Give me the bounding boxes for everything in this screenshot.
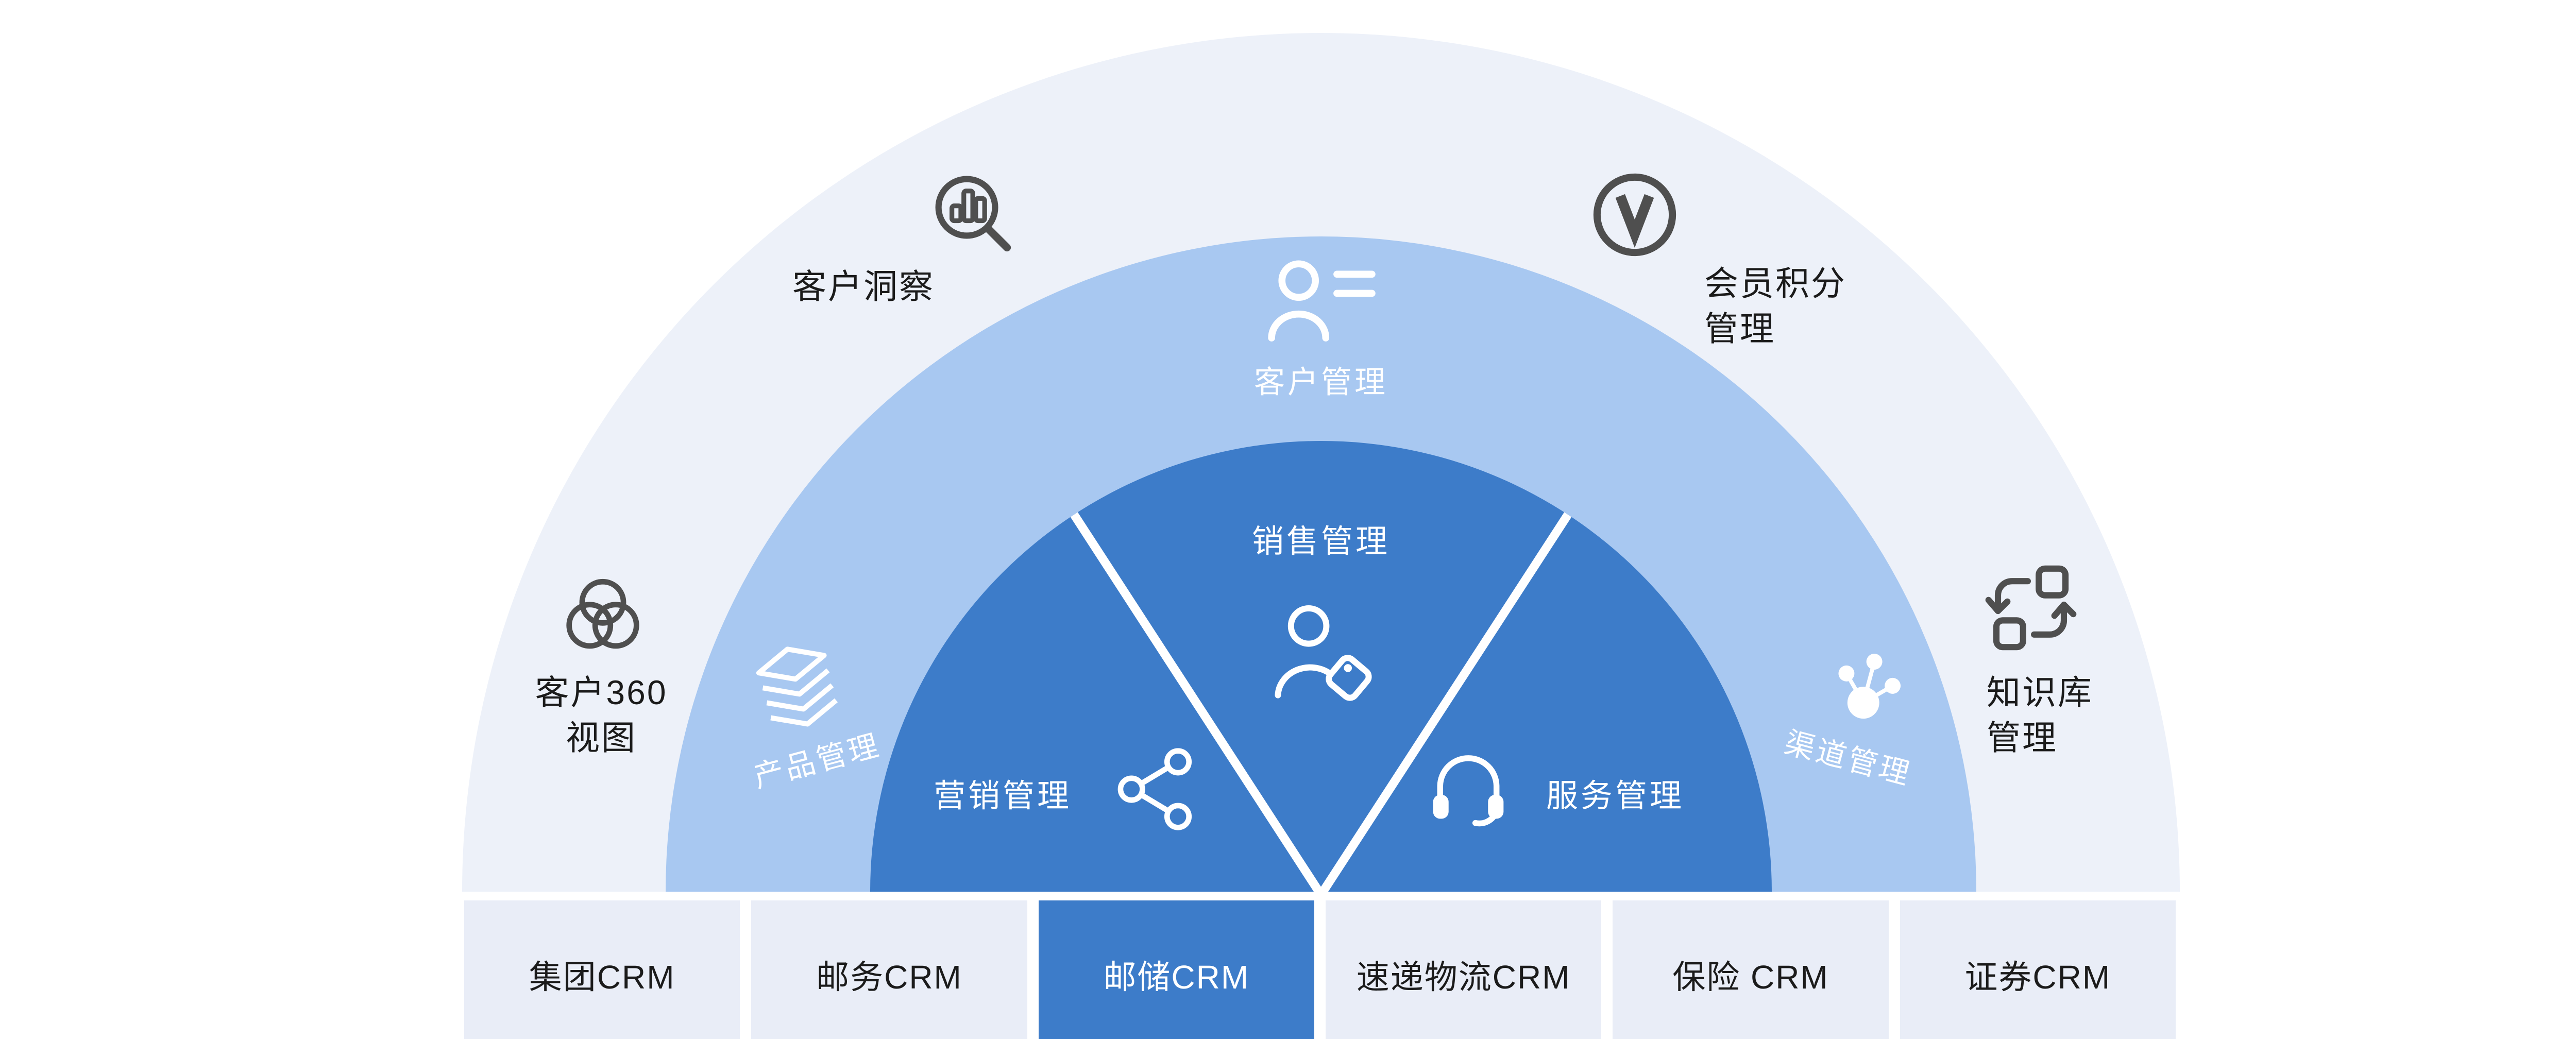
tab-insurance-crm[interactable]: 保险 CRM (1613, 900, 1889, 1039)
person-price-tag-icon (1266, 600, 1377, 711)
customer-360-label: 客户360 视图 (535, 673, 668, 757)
layers-icon (742, 631, 852, 741)
tab-group-crm[interactable]: 集团CRM (464, 900, 740, 1039)
member-points-label: 会员积分 管理 (1704, 264, 1846, 348)
crm-tab-bar: 集团CRM 邮务CRM 邮储CRM 速递物流CRM 保险 CRM 证券CRM (464, 900, 2176, 1039)
tab-express-logistics-crm[interactable]: 速递物流CRM (1325, 900, 1602, 1039)
tab-postal-savings-crm[interactable]: 邮储CRM (1038, 900, 1314, 1039)
service-mgmt-label: 服务管理 (1546, 778, 1685, 814)
sales-mgmt-label: 销售管理 (1251, 524, 1391, 559)
customer-mgmt-label: 客户管理 (1254, 365, 1388, 400)
product-mgmt-group: 产品管理 (723, 626, 885, 796)
marketing-mgmt-label: 营销管理 (933, 778, 1072, 814)
sync-squares-icon (1981, 558, 2081, 658)
tab-postal-crm[interactable]: 邮务CRM (751, 900, 1027, 1039)
channel-mgmt-group: 渠道管理 (1781, 628, 1941, 793)
user-list-icon (1261, 255, 1382, 351)
magnifier-bar-chart-icon (927, 167, 1022, 263)
customer-insight-label: 客户洞察 (792, 267, 935, 305)
network-hub-icon (1816, 634, 1920, 738)
headset-icon (1423, 744, 1514, 834)
tab-securities-crm[interactable]: 证券CRM (1900, 900, 2176, 1039)
venn-three-circles-icon (554, 569, 652, 667)
share-nodes-icon (1112, 745, 1200, 833)
knowledge-base-label: 知识库 管理 (1987, 673, 2093, 757)
v-badge-circle-icon (1588, 168, 1681, 261)
